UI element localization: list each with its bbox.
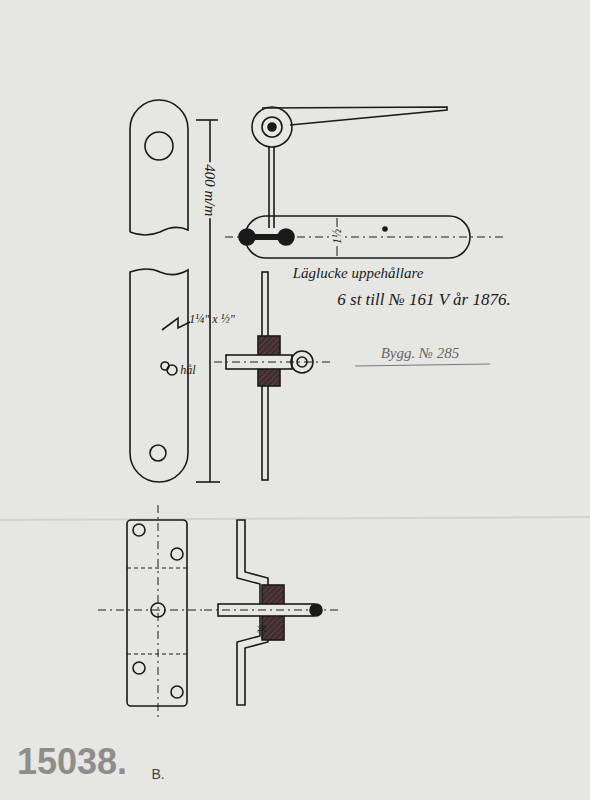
dimension: ¾ [255, 626, 268, 635]
hole-symbol [167, 365, 177, 375]
dimension-tick [196, 119, 218, 121]
note: 6 st till № 161 V år 1876. [337, 291, 510, 310]
center-line [214, 362, 332, 363]
screw-hole [171, 686, 183, 698]
bend-line [127, 654, 187, 655]
center-line [158, 505, 159, 720]
coil [268, 123, 276, 131]
strap-hole [145, 132, 173, 160]
strap-hole [150, 445, 166, 461]
bend-line [127, 568, 187, 569]
center-line [98, 610, 205, 611]
screw-hole [133, 662, 145, 674]
dimension: 400 m/m [202, 162, 219, 218]
strap-bottom [130, 269, 188, 482]
archive-number: 15038. [17, 742, 127, 782]
hinge-plate [127, 520, 187, 706]
dimension: 1¼" x ½" [189, 313, 234, 326]
rivet [383, 227, 387, 231]
coil [262, 117, 282, 137]
note: Bygg. № 285 [381, 345, 460, 362]
archive-number: B. [151, 767, 164, 782]
center-line [204, 610, 340, 611]
lever [262, 107, 447, 125]
part-name: Läglucke uppehållare [293, 265, 424, 282]
strap-top [130, 100, 188, 235]
leader-line [162, 318, 190, 330]
paper-fold [0, 517, 590, 520]
coil [252, 107, 292, 147]
dimension: 1½ [330, 228, 343, 247]
screw-hole [171, 548, 183, 560]
dimension-tick [196, 481, 220, 483]
screw-hole [133, 524, 145, 536]
note: hål [180, 364, 195, 377]
center-line [225, 237, 505, 238]
underline [355, 364, 490, 366]
